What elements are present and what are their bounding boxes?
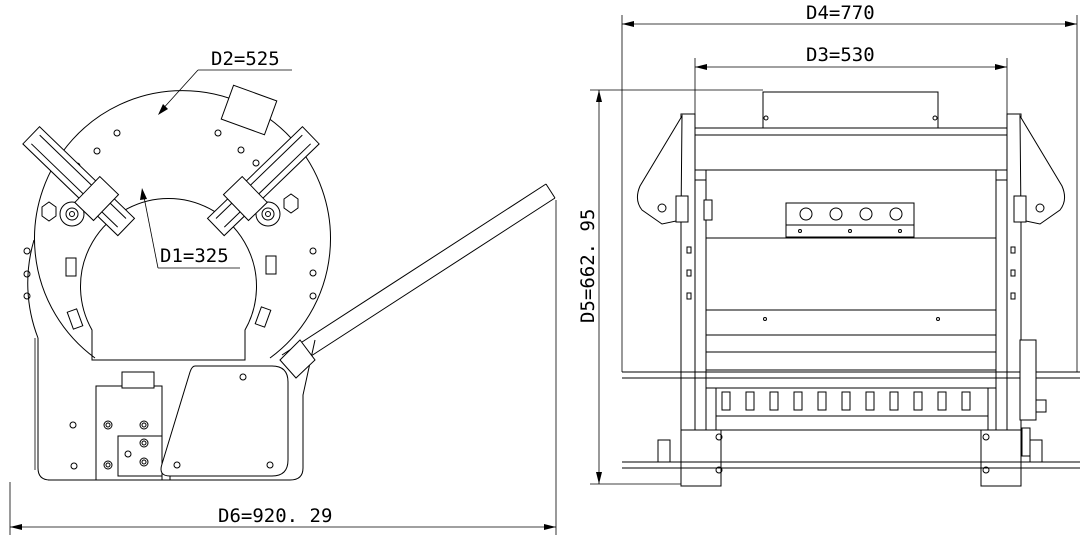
left-arm <box>636 114 713 225</box>
panel-circle <box>799 207 813 221</box>
upper-frame <box>694 127 1008 171</box>
d4-dimension <box>621 15 1078 372</box>
panel-circle <box>859 207 873 221</box>
long-handle <box>279 183 556 379</box>
d3-dimension <box>694 58 1008 128</box>
left-pivot <box>59 201 85 227</box>
hex-nut <box>283 193 299 214</box>
side-view: D2=525 D1=325 D6=920. 29 <box>9 48 557 535</box>
lug <box>66 308 84 330</box>
lug <box>65 257 77 277</box>
inner-bore <box>80 198 257 361</box>
left-cylinder-arm <box>22 125 136 237</box>
lever-cover <box>160 365 289 477</box>
d3-label: D3=530 <box>806 44 875 66</box>
d2-leader <box>158 69 292 115</box>
d6-label: D6=920. 29 <box>218 505 332 527</box>
top-motor-box <box>220 84 278 136</box>
teeth-row <box>715 387 989 417</box>
d1-label: D1=325 <box>160 245 229 267</box>
pillar-holes <box>686 246 1016 300</box>
right-spring <box>1019 339 1037 421</box>
d1-leader <box>140 188 240 269</box>
d4-label: D4=770 <box>806 2 875 24</box>
panel-circle <box>889 207 903 221</box>
clamp-ring <box>34 90 331 359</box>
front-view: D4=770 D3=530 D5=662. 95 <box>577 2 1080 487</box>
block-bolts <box>103 420 149 470</box>
teeth <box>721 391 971 411</box>
ring-outer-left <box>27 239 39 339</box>
lug <box>254 306 272 328</box>
panel-circle <box>829 207 843 221</box>
top-plate <box>762 91 939 129</box>
lug <box>265 255 277 275</box>
button-panel <box>785 202 915 226</box>
lower-frame <box>705 237 997 311</box>
right-cylinder-arm <box>206 125 320 237</box>
d5-label: D5=662. 95 <box>577 209 599 323</box>
d2-label: D2=525 <box>211 48 280 70</box>
right-pivot <box>255 201 281 227</box>
d6-dimension <box>9 200 557 535</box>
hex-nut <box>41 201 57 222</box>
d5-dimension <box>590 89 763 485</box>
comb-bar <box>705 369 997 389</box>
right-arm <box>1013 114 1066 225</box>
